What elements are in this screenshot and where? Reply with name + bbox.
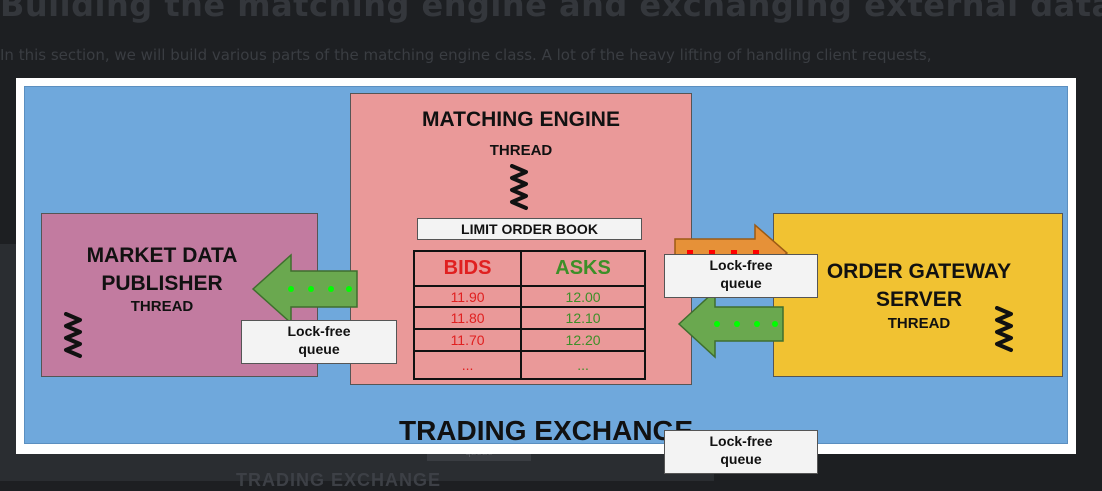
matching-engine-thread-label: THREAD xyxy=(489,142,553,159)
bid-price: 11.70 xyxy=(412,328,523,352)
order-book-row: 11.80 12.10 xyxy=(412,306,646,331)
order-book-header-row: BIDS ASKS xyxy=(412,250,646,287)
lock-free-queue-label: Lock-free queue xyxy=(664,430,818,474)
spring-thread-icon xyxy=(995,306,1013,352)
matching-engine-box: MATCHING ENGINE THREAD LIMIT ORDER BOOK … xyxy=(350,93,692,385)
market-data-publisher-title: MARKET DATA PUBLISHER xyxy=(86,244,238,295)
order-book-row: ... ... xyxy=(412,349,646,381)
lock-free-queue-label: Lock-free queue xyxy=(241,320,397,364)
lock-free-queue-label: Lock-free queue xyxy=(664,254,818,298)
ask-price: 12.00 xyxy=(520,284,646,309)
trading-exchange-diagram: MARKET DATA PUBLISHER THREAD MATCHING EN… xyxy=(16,78,1076,474)
spring-thread-icon xyxy=(510,164,528,210)
publisher-queue-arrow xyxy=(251,253,358,325)
limit-order-book-title: LIMIT ORDER BOOK xyxy=(417,218,642,240)
asks-header: ASKS xyxy=(520,250,646,287)
order-book-row: 11.90 12.00 xyxy=(412,284,646,309)
bid-price: ... xyxy=(412,349,523,381)
ask-price: 12.20 xyxy=(520,328,646,352)
page-paragraph: In this section, we will build various p… xyxy=(0,44,1090,66)
trading-exchange-label: TRADING EXCHANGE xyxy=(398,415,693,446)
engine-to-gateway-arrow xyxy=(677,289,784,359)
paragraph-line: In this section, we will build various p… xyxy=(0,46,932,64)
page-title: Building the matching engine and exchang… xyxy=(0,0,1102,24)
market-data-publisher-thread-label: THREAD xyxy=(130,298,194,315)
order-gateway-server-thread-label: THREAD xyxy=(887,315,951,332)
spring-thread-icon xyxy=(64,312,82,358)
trading-exchange-container: MARKET DATA PUBLISHER THREAD MATCHING EN… xyxy=(24,86,1068,446)
bid-price: 11.80 xyxy=(412,306,523,331)
order-gateway-server-box: ORDER GATEWAY SERVER THREAD xyxy=(773,213,1063,377)
order-gateway-server-title: ORDER GATEWAY SERVER xyxy=(826,260,1012,311)
ask-price: ... xyxy=(520,349,646,381)
bids-header: BIDS xyxy=(412,250,523,287)
ask-price: 12.10 xyxy=(520,306,646,331)
bid-price: 11.90 xyxy=(412,284,523,309)
limit-order-book-table: BIDS ASKS 11.90 12.00 11.80 12.10 11.70 … xyxy=(412,250,646,381)
order-book-row: 11.70 12.20 xyxy=(412,328,646,352)
matching-engine-title: MATCHING ENGINE xyxy=(422,108,620,131)
